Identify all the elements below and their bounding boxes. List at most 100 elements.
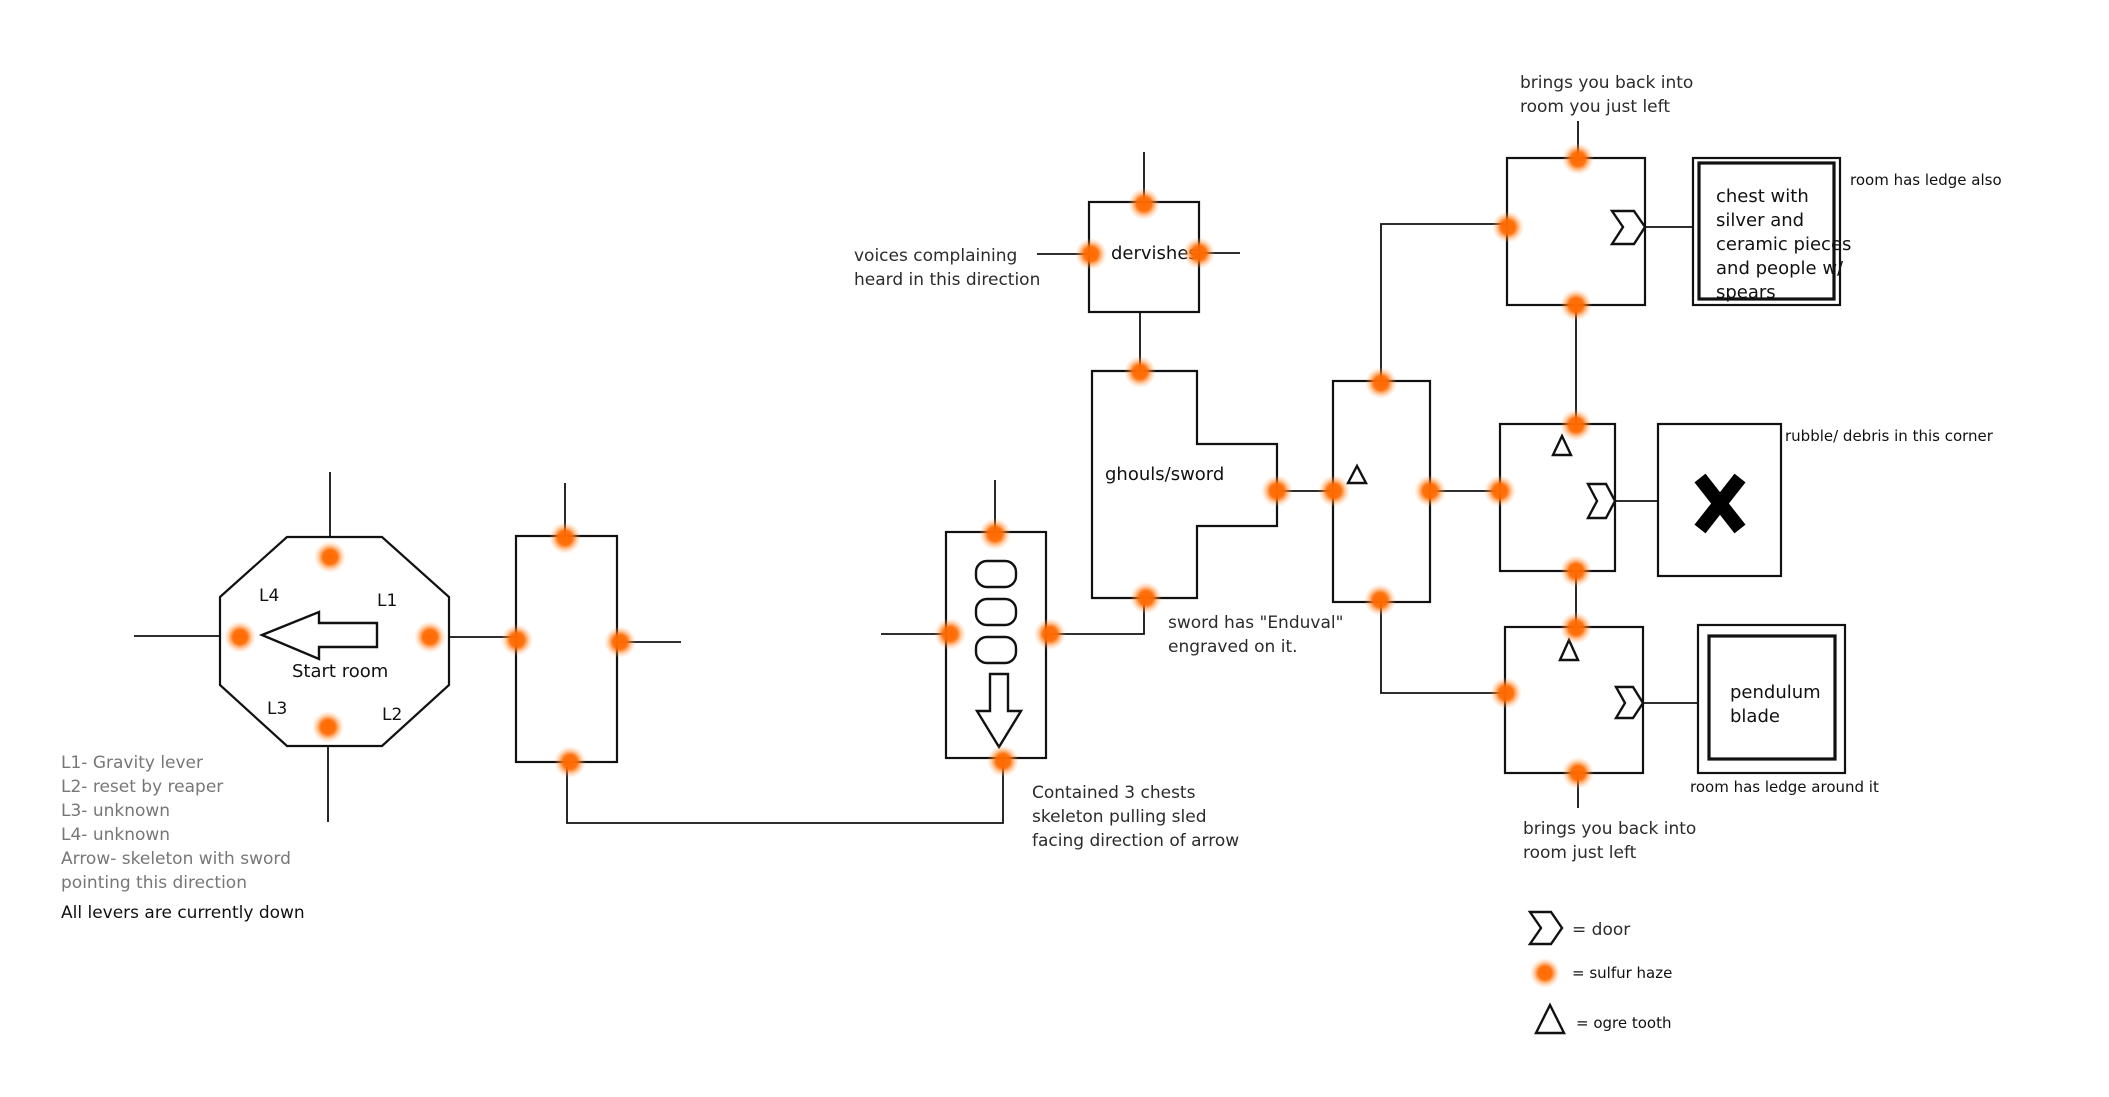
pendulum-text: blade [1730, 706, 1780, 727]
chest-room-text: and people w/ [1716, 258, 1844, 279]
legend-line: pointing this direction [61, 873, 247, 893]
bottom-right-note: brings you back into [1523, 819, 1696, 839]
legend-footer: All levers are currently down [61, 903, 305, 923]
legend-line: L3- unknown [61, 801, 170, 821]
sulfur-haze-icon [604, 626, 636, 658]
bottom-right-note: room just left [1523, 843, 1637, 863]
chest-room-outer-wall [1691, 156, 1842, 307]
lever-legend: L1- Gravity lever L2- reset by reaper L3… [61, 753, 305, 923]
legend-line: L2- reset by reaper [61, 777, 223, 797]
corridor-room-walls [514, 534, 619, 764]
ogre-tooth-icon [1551, 433, 1573, 457]
sulfur-haze-icon [1490, 677, 1522, 709]
sulfur-haze-icon [501, 624, 533, 656]
top-right-room: brings you back into room you just left [1505, 73, 1693, 424]
sled-room-note: skeleton pulling sled [1032, 807, 1207, 827]
legend-line: Arrow- skeleton with sword [61, 849, 291, 869]
lever-l3: L3 [267, 699, 287, 719]
voices-note: voices complaining [854, 246, 1017, 266]
start-room: Start room L1 L2 L3 L4 [134, 472, 516, 822]
sulfur-haze-layer [224, 143, 1594, 789]
dervishes-label: dervishes [1111, 243, 1198, 264]
chest-room-text: silver and [1716, 210, 1804, 231]
rubble-x-mark-icon [1694, 473, 1746, 534]
bottom-right-room: brings you back into room just left [1503, 625, 1698, 863]
lever-l4: L4 [259, 586, 279, 606]
sled-direction-arrow-icon [974, 672, 1024, 750]
top-right-note: room you just left [1520, 97, 1670, 117]
legend-haze-label: = sulfur haze [1572, 964, 1672, 982]
sulfur-haze-icon [1075, 238, 1107, 270]
sulfur-haze-icon [1128, 188, 1160, 220]
sulfur-haze-icon [987, 745, 1019, 777]
chest-room-text: ceramic pieces [1716, 234, 1851, 255]
chest-room-ledge-note: room has ledge also [1850, 171, 2002, 189]
pendulum-text: pendulum [1730, 682, 1821, 703]
sulfur-haze-icon [414, 621, 446, 653]
pendulum-ledge-note: room has ledge around it [1690, 778, 1879, 796]
sword-note: sword has "Enduval" [1168, 613, 1343, 633]
hub-to-bottom-room-passage [1380, 602, 1505, 694]
sulfur-haze-icon [1365, 367, 1397, 399]
ogre-tooth-icon [1346, 463, 1368, 485]
top-right-note: brings you back into [1520, 73, 1693, 93]
legend-ogre-tooth-label: = ogre tooth [1576, 1014, 1672, 1032]
sulfur-haze-icon [1560, 289, 1592, 321]
hub-to-top-room-passage [1380, 223, 1507, 381]
start-room-walls [218, 535, 451, 748]
chest-icon [974, 559, 1018, 589]
sulfur-haze-icon [549, 522, 581, 554]
legend-line: L1- Gravity lever [61, 753, 203, 773]
chest-room: chest with silver and ceramic pieces and… [1691, 156, 2002, 307]
legend-door-icon [1527, 910, 1564, 946]
sled-room: Contained 3 chests skeleton pulling sled… [881, 480, 1239, 851]
sulfur-haze-icon [1484, 475, 1516, 507]
sulfur-haze-icon [312, 711, 344, 743]
sled-room-note: Contained 3 chests [1032, 783, 1196, 803]
hub-room [1331, 223, 1507, 694]
skeleton-sword-arrow-icon [258, 610, 379, 661]
sulfur-haze-icon [1034, 618, 1066, 650]
symbol-legend: = door = sulfur haze = ogre tooth [1527, 910, 1672, 1035]
ogre-tooth-icon [1558, 637, 1580, 662]
pendulum-room-inner-ledge [1707, 634, 1837, 761]
sulfur-haze-icon [314, 541, 346, 573]
door-icon[interactable] [1613, 685, 1645, 720]
rubble-room: rubble/ debris in this corner [1656, 422, 1994, 578]
middle-right-room [1498, 422, 1658, 627]
sulfur-haze-icon [1183, 237, 1215, 269]
sulfur-haze-icon [554, 746, 586, 778]
sulfur-haze-icon [1560, 555, 1592, 587]
sulfur-haze-icon [1560, 409, 1592, 441]
ghouls-label: ghouls/sword [1105, 464, 1224, 485]
sulfur-haze-icon [1492, 211, 1524, 243]
start-room-label: Start room [292, 661, 388, 682]
pendulum-room: pendulum blade room has ledge around it [1690, 623, 1879, 796]
door-icon[interactable] [1609, 209, 1647, 246]
door-icon[interactable] [1586, 482, 1617, 520]
corridor-room [514, 483, 1004, 824]
sulfur-haze-icon [1261, 475, 1293, 507]
sulfur-haze-icon [1364, 584, 1396, 616]
rubble-room-walls [1656, 422, 1783, 578]
sulfur-haze-icon [934, 618, 966, 650]
corridor-to-sled-passage [566, 758, 1004, 824]
chest-room-text: chest with [1716, 186, 1809, 207]
chest-icon [974, 597, 1018, 627]
dervishes-room: dervishes voices complaining heard in th… [854, 152, 1240, 371]
legend-door-label: = door [1572, 920, 1630, 940]
sulfur-haze-icon [1560, 612, 1592, 644]
lever-l2: L2 [382, 705, 402, 725]
sulfur-haze-icon [1562, 143, 1594, 175]
sulfur-haze-icon [1562, 757, 1594, 789]
pendulum-room-outer-wall [1696, 623, 1847, 775]
sulfur-haze-icon [1318, 475, 1350, 507]
sulfur-haze-icon [1124, 356, 1156, 388]
legend-sulfur-haze-icon [1530, 958, 1560, 988]
ghouls-room-walls [1090, 369, 1279, 600]
sword-note: engraved on it. [1168, 637, 1298, 657]
sulfur-haze-icon [979, 518, 1011, 550]
ghouls-room: ghouls/sword sword has "Enduval" engrave… [1090, 369, 1343, 657]
sulfur-haze-icon [1414, 475, 1446, 507]
